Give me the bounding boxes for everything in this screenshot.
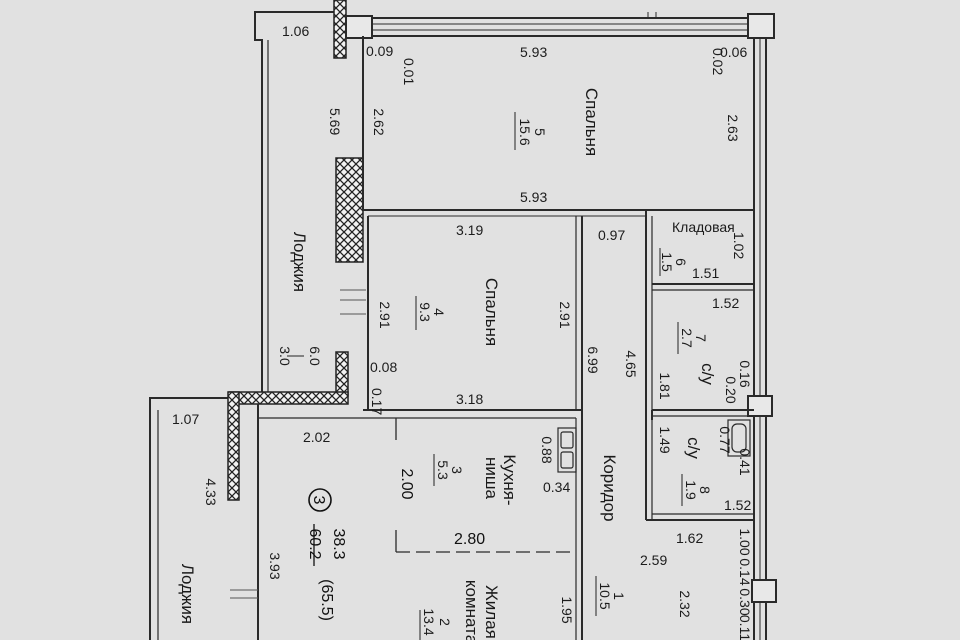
dim-0-09: 0.09 <box>366 43 393 59</box>
dim-bedroom4-top: 3.19 <box>456 222 483 238</box>
dim-0-01: 0.01 <box>401 58 417 85</box>
wall-hatched-corner-h <box>228 391 349 405</box>
apartment-total-area: 60.2 <box>306 528 323 559</box>
room-number-living: 2 <box>437 618 453 626</box>
room-label-living-2: комната <box>462 580 481 640</box>
room-number-bath8: 8 <box>697 486 713 494</box>
room-number-bedroom5: 5 <box>532 128 548 136</box>
dim-loggia-bottom-width: 1.07 <box>172 411 199 427</box>
dim-2-02: 2.02 <box>303 429 330 445</box>
room-area-loggia-top: 3.0 <box>277 346 293 366</box>
room-area-storage: 1.5 <box>659 252 675 272</box>
dim-kitchen-width: 2.80 <box>454 531 485 548</box>
wall-hatched-lower <box>335 351 349 397</box>
room-area-corridor: 10.5 <box>597 582 613 609</box>
dim-corridor-232: 2.32 <box>677 590 693 617</box>
room-label-bedroom5: Спальня <box>582 88 601 156</box>
dim-3-93: 3.93 <box>267 552 283 579</box>
room-number-bedroom4: 4 <box>431 308 447 316</box>
room-area-bedroom4: 9.3 <box>417 302 433 322</box>
dim-corridor-length-left: 6.99 <box>585 346 601 373</box>
loggia-window-lines <box>230 289 366 599</box>
dim-bedroom4-right: 2.91 <box>557 301 573 328</box>
room-label-kitchen-1: Кухня- <box>500 454 519 505</box>
room-label-bath8: с/у <box>684 437 703 459</box>
apartment-index: 3 <box>310 496 327 505</box>
room-number-kitchen: 3 <box>449 466 465 474</box>
room-area-kitchen: 5.3 <box>435 460 451 480</box>
room-label-bath7: с/у <box>698 363 717 385</box>
dim-0-34: 0.34 <box>543 479 570 495</box>
dim-loggia-top-width: 1.06 <box>282 23 309 39</box>
apartment-living-area: 38.3 <box>330 528 347 559</box>
room-label-bedroom4: Спальня <box>482 278 501 346</box>
kitchen-sink-icon <box>557 427 577 473</box>
window-wall-top <box>345 12 775 39</box>
dim-0-77: 0.77 <box>717 426 733 453</box>
room-label-kitchen-2: ниша <box>482 457 501 500</box>
wall-hatched-top <box>333 0 347 59</box>
room-label-loggia-top: Лоджия <box>290 232 309 292</box>
wall-hatched-middle <box>335 157 364 263</box>
dim-bath7-height: 1.81 <box>657 372 673 399</box>
dim-corridor-upper-width: 0.97 <box>598 227 625 243</box>
room-area-bath8: 1.9 <box>683 480 699 500</box>
dim-bedroom4-left: 2.91 <box>377 301 393 328</box>
dim-bedroom5-left: 2.62 <box>371 108 387 135</box>
dim-corridor-length-right: 4.65 <box>623 350 639 377</box>
bathroom-sink-icon <box>727 419 751 457</box>
room-area-bath7: 2.7 <box>679 328 695 348</box>
dim-loggia-top-length: 5.69 <box>327 108 343 135</box>
dim-1-00: 1.00 <box>737 528 753 555</box>
dim-0-20: 0.20 <box>723 376 739 403</box>
room-number-storage: 6 <box>673 258 689 266</box>
dim-bedroom5-top: 5.93 <box>520 44 547 60</box>
apartment-index-circle <box>308 488 332 512</box>
room-number-corridor: 1 <box>611 592 627 600</box>
dim-0-02: 0.02 <box>710 48 726 75</box>
room-area-bedroom5: 15.6 <box>517 118 533 145</box>
dim-0-88: 0.88 <box>539 436 555 463</box>
interior-walls <box>257 36 754 640</box>
loggia-bottom-outline <box>149 397 232 640</box>
dim-bedroom5-bottom: 5.93 <box>520 189 547 205</box>
dim-bath8-height: 1.49 <box>657 426 673 453</box>
apartment-total-with-loggia: (65.5) <box>318 579 335 621</box>
dim-0-16: 0.16 <box>737 360 753 387</box>
dim-0-30: 0.30 <box>737 588 753 615</box>
wall-hatched-corner-v <box>227 391 240 501</box>
dim-bedroom4-bottom: 3.18 <box>456 391 483 407</box>
dim-bedroom5-right: 2.63 <box>725 114 741 141</box>
dim-0-08: 0.08 <box>370 359 397 375</box>
room-label-living-1: Жилая <box>482 585 501 639</box>
dim-corridor-width-2: 2.59 <box>640 552 667 568</box>
room-number-bath7: 7 <box>693 334 709 342</box>
loggia-top-outline <box>254 11 335 392</box>
dim-bath8-width: 1.52 <box>724 497 751 513</box>
dim-storage-width: 1.51 <box>692 265 719 281</box>
room-label-corridor: Коридор <box>600 454 619 521</box>
room-number-loggia-top: 6.0 <box>307 346 323 366</box>
room-label-loggia-bottom: Лоджия <box>178 564 197 624</box>
room-label-storage: Кладовая <box>672 219 735 235</box>
dim-living-height: 1.95 <box>559 596 575 623</box>
dim-storage-height: 1.02 <box>731 232 747 259</box>
dim-loggia-bottom-length: 4.33 <box>203 478 219 505</box>
dim-corridor-lower-width: 1.62 <box>676 530 703 546</box>
kitchen-boundary <box>395 418 576 553</box>
dim-0-11: 0.11 <box>737 615 753 640</box>
dim-bath7-width: 1.52 <box>712 295 739 311</box>
apartment-summary: 3 38.3 60.2 (65.5) <box>306 488 347 621</box>
dim-kitchen-height: 2.00 <box>398 468 415 499</box>
room-area-living: 13.4 <box>421 608 437 635</box>
dim-0-06: 0.06 <box>720 44 747 60</box>
dim-0-17: 0.17 <box>369 388 385 415</box>
dim-0-41: 0.41 <box>737 448 753 475</box>
dim-0-14: 0.14 <box>737 558 753 585</box>
